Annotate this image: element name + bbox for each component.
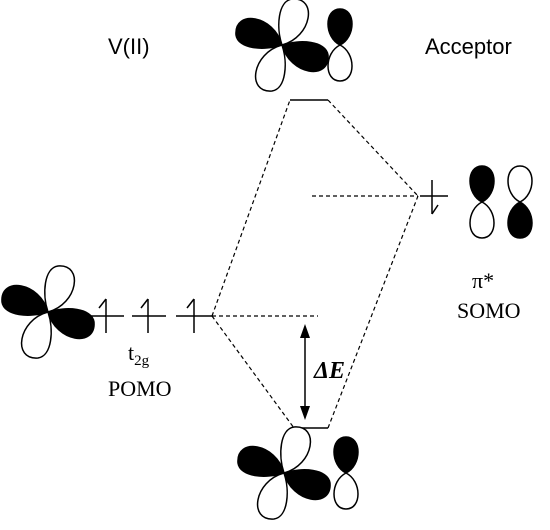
correlation-lines [211, 99, 419, 429]
left-title: V(II) [108, 34, 150, 59]
t2g-levels [90, 298, 212, 334]
acceptor-p-orbital-top-icon [469, 165, 495, 239]
bottom-d-orbital-icon [237, 426, 331, 520]
t2g-base: t [128, 340, 134, 365]
acceptor-orbital-symbol: π* [472, 268, 494, 293]
energy-gap-arrow [300, 324, 310, 420]
acceptor-level [420, 180, 448, 215]
metal-d-orbital-icon [1, 265, 95, 359]
right-title: Acceptor [425, 34, 512, 59]
pomo-label: POMO [108, 376, 172, 401]
top-d-orbital-icon [235, 0, 329, 92]
acceptor-orbital-name: SOMO [457, 298, 521, 323]
acceptor-p-orbital-bottom-icon [507, 165, 533, 239]
energy-gap-delta: Δ [313, 358, 329, 384]
top-p-orbital-icon [327, 8, 353, 82]
t2g-subscript: 2g [134, 353, 150, 369]
t2g-label: t2g [128, 340, 150, 369]
bottom-p-orbital-icon [333, 436, 359, 510]
energy-gap-e: E [328, 358, 345, 384]
energy-gap-label: ΔE [313, 358, 345, 384]
